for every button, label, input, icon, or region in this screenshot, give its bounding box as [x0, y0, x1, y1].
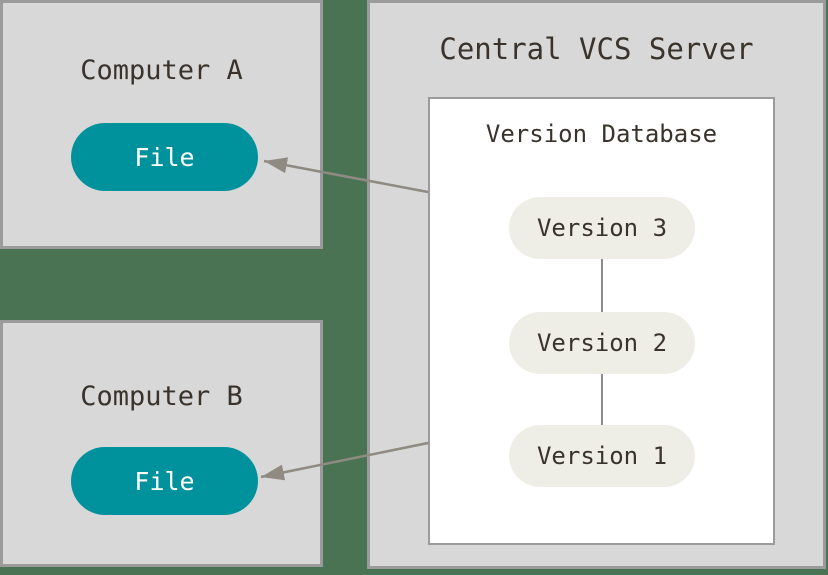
version-1-pill: Version 1 — [509, 425, 695, 487]
central-vcs-server-box: Central VCS Server Version Database Vers… — [367, 0, 826, 569]
version-2-label: Version 2 — [536, 329, 668, 357]
computer-a-box: Computer A File — [0, 0, 323, 249]
connector-line-v3-v2 — [601, 259, 603, 312]
connector-line-v2-v1 — [601, 374, 603, 425]
version-3-pill: Version 3 — [509, 197, 695, 259]
computer-b-title: Computer B — [80, 381, 243, 412]
central-vcs-server-title: Central VCS Server — [439, 32, 754, 66]
version-database-title: Version Database — [485, 120, 718, 148]
version-1-label: Version 1 — [536, 442, 668, 470]
version-3-label: Version 3 — [536, 214, 668, 242]
computer-b-file-pill: File — [71, 447, 258, 515]
computer-a-title: Computer A — [80, 55, 243, 86]
computer-b-box: Computer B File — [0, 320, 323, 567]
version-database-box: Version Database Version 3 Version 2 Ver… — [428, 97, 775, 545]
computer-b-file-label: File — [134, 466, 195, 496]
computer-a-file-pill: File — [71, 123, 258, 191]
computer-a-file-label: File — [134, 142, 195, 172]
version-2-pill: Version 2 — [509, 312, 695, 374]
